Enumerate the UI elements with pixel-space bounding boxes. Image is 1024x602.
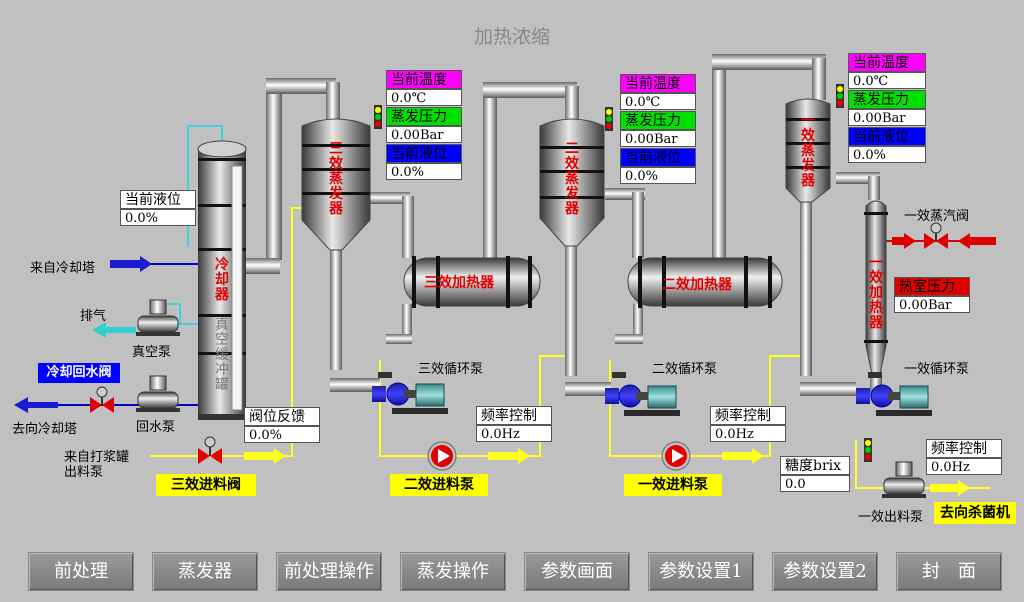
effect3-freq-header: 频率控制 — [476, 406, 552, 425]
effect1-freq-header: 频率控制 — [926, 439, 1002, 458]
effect1-level-header: 当前液位 — [848, 127, 926, 146]
evaporator-2 — [539, 118, 605, 247]
effect2-temp-header: 当前温度 — [620, 74, 696, 93]
circ-pump-1-label: 一效循环泵 — [904, 362, 970, 377]
flow-arrows-blue — [14, 256, 152, 413]
slurry-tank-label: 来自打浆罐 — [64, 450, 130, 465]
effect2-pressure-header: 蒸发压力 — [620, 111, 696, 130]
return-water-valve[interactable] — [90, 386, 114, 413]
buffer-tank-label: 真空缓冲罐 — [215, 317, 229, 393]
effect3-temp-value: 0.0℃ — [386, 89, 462, 106]
circ-pump-2-label: 二效循环泵 — [652, 362, 718, 377]
cooler-vessel — [197, 140, 247, 420]
effect2-pressure-value: 0.00Bar — [620, 130, 696, 147]
cooler-label: 冷却器 — [215, 257, 229, 303]
circ-pump-2 — [605, 372, 680, 416]
heater-1-label: 一效加热器 — [869, 255, 883, 331]
effect2-level-value: 0.0% — [620, 167, 696, 184]
page-title: 加热浓缩 — [473, 26, 550, 48]
nav-evaporation-operation-button[interactable]: 蒸发操作 — [400, 552, 506, 591]
nav-parameter-settings-2-button[interactable]: 参数设置2 — [772, 552, 878, 591]
heat-chamber-pressure-header: 热室压力 — [894, 277, 970, 296]
effect2-temp-value: 0.0℃ — [620, 93, 696, 110]
effect2-level-header: 当前液位 — [620, 148, 696, 167]
cooler-level-value: 0.0% — [120, 209, 196, 226]
flow-arrows-yellow — [244, 448, 970, 496]
feed-valve-3-label[interactable]: 三效进料阀 — [156, 474, 256, 496]
from-tower-label: 来自冷却塔 — [30, 261, 96, 276]
nav-parameter-screen-button[interactable]: 参数画面 — [524, 552, 630, 591]
effect3-level-value: 0.0% — [386, 163, 462, 180]
effect2-freq-value: 0.0Hz — [710, 425, 786, 442]
effect1-freq-value: 0.0Hz — [926, 458, 1002, 475]
nav-pretreatment-operation-button[interactable]: 前处理操作 — [276, 552, 382, 591]
discharge-pump[interactable] — [882, 461, 926, 498]
effect3-pressure-header: 蒸发压力 — [386, 107, 462, 126]
evaporator-3-label: 三效蒸发器 — [329, 141, 343, 217]
return-water-valve-label: 冷却回水阀 — [38, 363, 120, 383]
feed-pump-2[interactable] — [427, 441, 457, 471]
nav-pretreatment-button[interactable]: 前处理 — [28, 552, 134, 591]
circ-pump-3-label: 三效循环泵 — [418, 362, 484, 377]
steam-valve-label: 一效蒸汽阀 — [904, 209, 970, 224]
return-pump-label: 回水泵 — [136, 420, 176, 435]
effect2-freq-header: 频率控制 — [710, 406, 786, 425]
to-sterilizer-label: 去向杀菌机 — [934, 502, 1016, 524]
effect1-temp-value: 0.0℃ — [848, 72, 926, 89]
evaporator-3 — [301, 118, 371, 251]
nav-cover-button[interactable]: 封 面 — [896, 552, 1002, 591]
feed-pump-1-label[interactable]: 一效进料泵 — [624, 474, 722, 496]
effect1-pressure-value: 0.00Bar — [848, 109, 926, 126]
heat-chamber-pressure-value: 0.00Bar — [894, 296, 970, 313]
evaporator-2-label: 二效蒸发器 — [565, 141, 579, 217]
effect3-level-header: 当前液位 — [386, 144, 462, 163]
evaporator-1 — [785, 98, 831, 203]
discharge-pump-label: 一效出料泵 — [858, 510, 924, 525]
vacuum-pump[interactable] — [136, 299, 180, 336]
nav-parameter-settings-1-button[interactable]: 参数设置1 — [648, 552, 754, 591]
return-pump[interactable] — [136, 375, 180, 412]
effect3-pressure-value: 0.00Bar — [386, 126, 462, 143]
effect3-freq-value: 0.0Hz — [476, 425, 552, 442]
brix-header: 糖度brix — [780, 456, 850, 475]
heater-2 — [627, 256, 783, 308]
brix-value: 0.0 — [780, 475, 850, 492]
exhaust-label: 排气 — [80, 309, 107, 324]
slurry-pump-label: 出料泵 — [64, 465, 104, 480]
heater-2-label: 二效加热器 — [662, 277, 732, 293]
nav-evaporator-button[interactable]: 蒸发器 — [152, 552, 258, 591]
valve-feedback-value: 0.0% — [244, 426, 320, 443]
feed-pump-1[interactable] — [661, 441, 691, 471]
evaporator-1-label: 一效蒸发器 — [801, 113, 815, 189]
vapour-pipes — [246, 54, 882, 396]
feed-valve-3[interactable] — [198, 436, 222, 464]
valve-feedback-header: 阀位反馈 — [244, 407, 320, 426]
vacuum-pump-label: 真空泵 — [132, 345, 172, 360]
circ-pump-1 — [856, 372, 932, 416]
steam-valve[interactable] — [924, 222, 948, 249]
effect1-level-value: 0.0% — [848, 146, 926, 163]
effect1-pressure-header: 蒸发压力 — [848, 90, 926, 109]
effect3-temp-header: 当前温度 — [386, 70, 462, 89]
heater-3 — [403, 256, 541, 308]
cooler-level-header: 当前液位 — [120, 190, 196, 209]
feed-pump-2-label[interactable]: 二效进料泵 — [390, 474, 488, 496]
circ-pump-3 — [372, 372, 448, 414]
effect1-temp-header: 当前温度 — [848, 53, 926, 72]
indicator-lights — [374, 84, 872, 462]
to-tower-label: 去向冷却塔 — [12, 422, 78, 437]
heater-3-label: 三效加热器 — [424, 275, 494, 291]
